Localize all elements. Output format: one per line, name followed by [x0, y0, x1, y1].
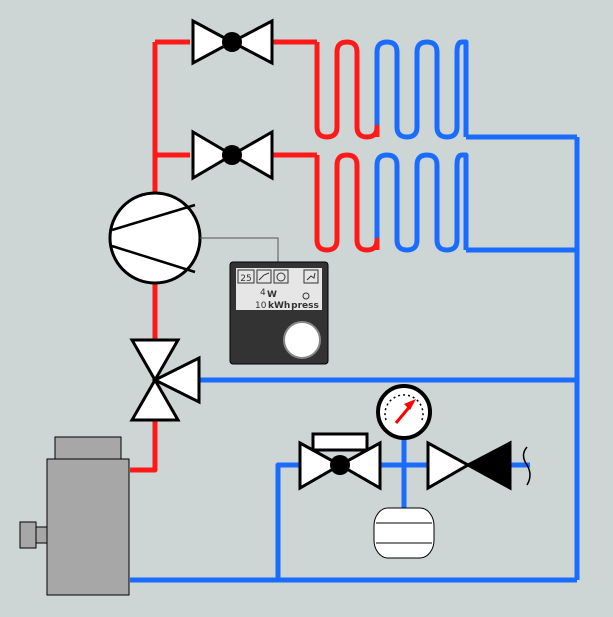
curve-icon — [258, 272, 270, 281]
expansion-tank-icon — [373, 507, 435, 559]
valve-mid-ball — [222, 145, 242, 165]
temp-value: 25 — [240, 274, 251, 284]
valve-mid-left — [191, 129, 235, 181]
gauge-needle-tip — [404, 399, 416, 410]
control-knob[interactable] — [283, 321, 321, 359]
boiler-top-cap — [54, 436, 122, 460]
mode-box — [256, 269, 272, 284]
coil-bottom-red — [314, 152, 380, 253]
tank-body — [373, 507, 435, 559]
press-label: press — [291, 301, 319, 311]
boiler-body — [46, 458, 130, 596]
pump-impeller-right — [111, 244, 196, 274]
power-value: 4 — [260, 288, 266, 298]
boiler-burner-neck — [35, 526, 48, 544]
two-way-valve-icon[interactable] — [298, 432, 382, 491]
energy-unit: kWh — [268, 301, 290, 311]
pipe-break-icon — [522, 446, 531, 486]
eco-icon — [276, 272, 286, 282]
mix-valve-bottom — [129, 376, 181, 422]
pump-impeller-left — [111, 203, 196, 232]
gauge-scale — [384, 394, 424, 421]
check-valve-open — [426, 440, 472, 491]
three-way-valve-icon[interactable] — [129, 338, 201, 422]
signal-icon — [306, 272, 316, 281]
valve-top-ball — [222, 32, 242, 52]
check-valve-closed — [464, 440, 512, 491]
fill-valve-ball — [330, 455, 350, 475]
signal-box — [303, 269, 319, 284]
two-way-valve-icon[interactable] — [191, 129, 274, 181]
signal-wire — [200, 237, 279, 262]
valve-mid-right — [228, 129, 274, 181]
valve-top-left — [191, 18, 236, 66]
temp-box — [237, 269, 255, 284]
fill-branch-left — [275, 462, 300, 580]
circulation-pump-icon[interactable] — [108, 191, 202, 285]
coil-top-red — [314, 39, 380, 140]
mix-valve-side — [151, 355, 201, 405]
fill-valve-actuator — [311, 432, 369, 452]
fill-valve-left — [298, 440, 344, 491]
mix-valve-top — [129, 338, 181, 384]
valve-top-right — [228, 18, 274, 66]
supply-pipes — [130, 39, 380, 473]
pressure-gauge-icon — [376, 384, 432, 440]
two-way-valve-icon[interactable] — [191, 18, 274, 66]
boiler-icon[interactable] — [19, 436, 130, 596]
coil-bottom-blue — [374, 152, 469, 253]
supply-main-vertical — [130, 42, 158, 473]
eco-box — [273, 269, 289, 284]
check-valve-icon — [426, 440, 512, 491]
power-unit: W — [267, 290, 277, 300]
coil-top-blue — [374, 39, 469, 140]
energy-value: 10 — [255, 301, 267, 311]
controller-display — [236, 268, 322, 310]
fill-valve-right — [336, 440, 382, 491]
controller[interactable]: 25 4 W 10 kWh press — [229, 261, 329, 365]
press-indicator — [302, 292, 310, 300]
boiler-burner — [19, 521, 37, 549]
